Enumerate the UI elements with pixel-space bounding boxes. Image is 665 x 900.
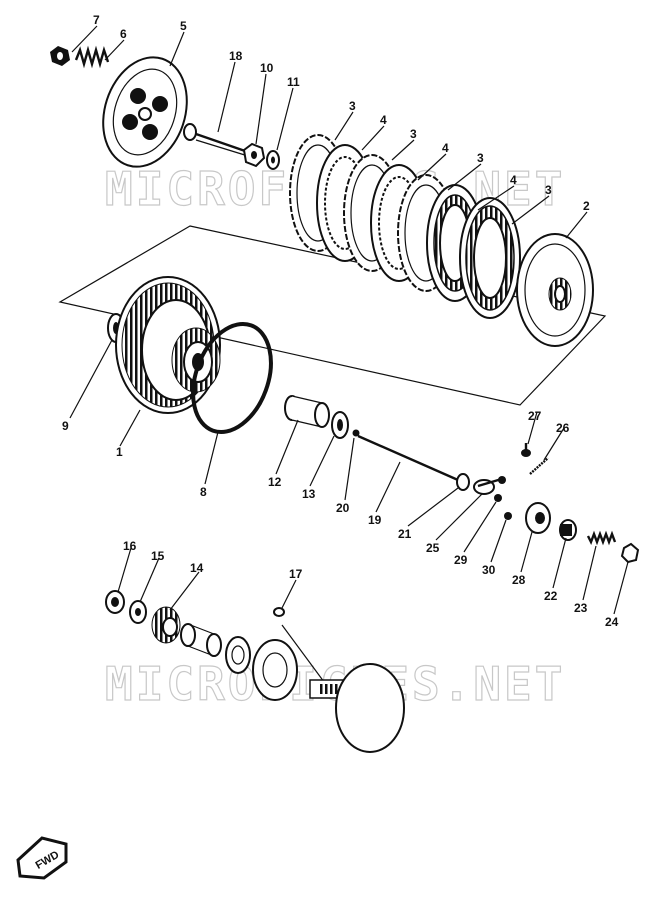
bearing-ring	[225, 636, 251, 674]
callout-13: 13	[302, 487, 316, 501]
callout-16: 16	[123, 539, 137, 553]
part-20-ball	[352, 429, 360, 437]
callout-10: 10	[260, 61, 274, 75]
callout-14: 14	[190, 561, 204, 575]
callout-17: 17	[289, 567, 303, 581]
callout-29: 29	[454, 553, 468, 567]
part-12-bushing	[284, 395, 330, 428]
collar	[180, 623, 222, 657]
bearing	[252, 639, 298, 701]
part-30-bolt	[504, 512, 512, 520]
part-24-lock-nut	[620, 542, 640, 564]
callout-25: 25	[426, 541, 440, 555]
callout-7: 7	[93, 13, 100, 27]
part-17-key	[273, 607, 331, 691]
callout-4c: 4	[510, 173, 517, 187]
part-19-push-rod-long	[357, 434, 459, 482]
callout-21: 21	[398, 527, 412, 541]
callout-labels: 7 6 5 18 10 11 3 4 3 4 3 4 3 2 9 1 8 12 …	[62, 13, 619, 629]
callout-20: 20	[336, 501, 350, 515]
part-27-screw	[521, 443, 531, 457]
callout-8: 8	[200, 485, 207, 499]
part-13-washer	[331, 411, 349, 439]
callout-19: 19	[368, 513, 382, 527]
callout-23: 23	[574, 601, 588, 615]
callout-3b: 3	[410, 127, 417, 141]
part-29-nut	[494, 494, 502, 502]
callout-11: 11	[287, 75, 300, 89]
friction-plate-3d	[459, 197, 521, 319]
callout-28: 28	[512, 573, 526, 587]
shaft-assembly	[309, 663, 405, 753]
callout-15: 15	[151, 549, 165, 563]
part-28-adjuster-housing	[525, 502, 551, 534]
part-15-washer	[129, 600, 147, 624]
part-14-gear	[151, 606, 181, 644]
part-21-seal	[456, 473, 470, 491]
part-5-pressure-plate	[102, 56, 188, 168]
callout-3a: 3	[349, 99, 356, 113]
part-11-washer	[266, 150, 280, 170]
callout-1: 1	[116, 445, 123, 459]
callout-12: 12	[268, 475, 282, 489]
callout-3d: 3	[545, 183, 552, 197]
part-22-adjuster	[559, 519, 577, 541]
callout-22: 22	[544, 589, 558, 603]
callout-2: 2	[583, 199, 590, 213]
callout-4a: 4	[380, 113, 387, 127]
part-8-o-ring	[191, 321, 273, 435]
part-23-adjusting-screw	[586, 530, 617, 546]
callout-27: 27	[528, 409, 542, 423]
part-26-pin	[529, 457, 549, 475]
callout-24: 24	[605, 615, 619, 629]
callout-18: 18	[229, 49, 243, 63]
part-1-clutch-housing	[115, 276, 221, 414]
part-25-push-lever	[473, 476, 506, 495]
callout-6: 6	[120, 27, 127, 41]
callout-4b: 4	[442, 141, 449, 155]
part-2-clutch-boss	[516, 233, 594, 347]
part-6-spring	[74, 45, 110, 69]
callout-30: 30	[482, 563, 496, 577]
part-18-push-rod	[183, 123, 249, 157]
part-7-nut	[50, 46, 70, 66]
leader-lines	[69, 25, 629, 615]
callout-26: 26	[556, 421, 570, 435]
part-16-circlip	[105, 590, 125, 614]
forward-arrow-badge: FWD	[16, 836, 68, 880]
callout-9: 9	[62, 419, 69, 433]
callout-5: 5	[180, 19, 187, 33]
part-10-nut	[242, 142, 266, 168]
callout-3c: 3	[477, 151, 484, 165]
